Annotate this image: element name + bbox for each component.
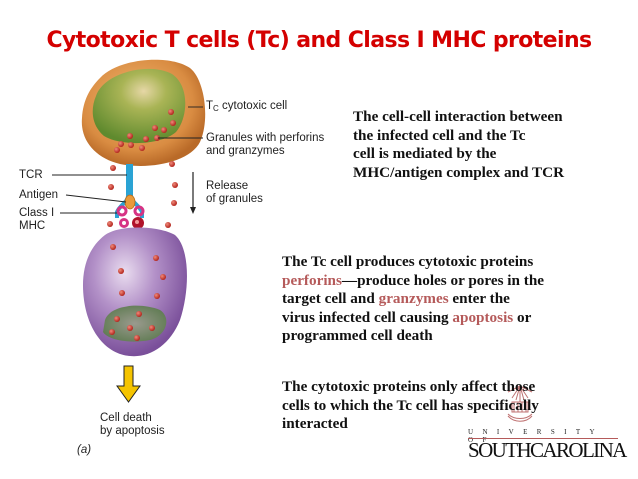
term-granzymes: granzymes: [378, 290, 449, 308]
leader-lines: [52, 106, 203, 214]
label-cell-death: Cell death by apoptosis: [100, 412, 165, 437]
label-tc-cell: TC cytotoxic cell: [206, 100, 288, 113]
proteins-text: The Tc cell produces cytotoxic proteins …: [282, 253, 545, 345]
tcr-receptor: [115, 164, 144, 218]
label-antigen: Antigen: [19, 189, 59, 201]
apoptosis-arrow-icon: [116, 365, 141, 403]
usc-university-of: UNIVERSITY OF: [468, 428, 604, 444]
release-arrow-icon: [190, 172, 196, 214]
slide-title: Cytotoxic T cells (Tc) and Class I MHC p…: [46, 28, 592, 53]
usc-logo: UNIVERSITY OF SOUTHCAROLINA: [468, 378, 627, 462]
label-granules: Granules with perforins and granzymes: [206, 132, 325, 157]
label-panel: (a): [77, 444, 92, 456]
released-granules: [107, 161, 178, 228]
usc-wordmark: SOUTHCAROLINA: [468, 438, 627, 462]
specificity-text: The cytotoxic proteins only affect those…: [282, 378, 539, 433]
tc-cell: [81, 59, 206, 166]
palmetto-icon: [507, 385, 533, 422]
usc-rule: [468, 438, 618, 439]
antigen: [124, 194, 136, 210]
class-i-mhc: [116, 205, 145, 229]
term-apoptosis: apoptosis: [452, 308, 514, 326]
target-cell: [82, 227, 187, 357]
interaction-text: The cell-cell interaction between the in…: [353, 108, 565, 181]
label-class-i-mhc: Class I MHC: [19, 207, 55, 232]
term-perforins: perforins: [282, 271, 342, 289]
label-release: Release of granules: [206, 180, 263, 205]
label-tcr: TCR: [19, 169, 43, 181]
